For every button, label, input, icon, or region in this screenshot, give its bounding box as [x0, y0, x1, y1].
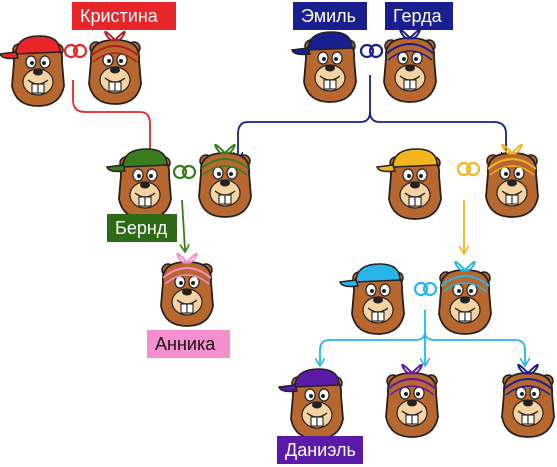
cap-icon — [375, 148, 438, 173]
rings-icon — [172, 164, 197, 180]
bow-icon — [200, 143, 250, 176]
bow-icon — [503, 363, 553, 396]
cap-icon — [0, 35, 61, 60]
rings-icon — [359, 43, 384, 59]
arrow-bernd-to-annika — [182, 199, 185, 250]
yellow-cap-beaver — [375, 148, 442, 220]
cap-icon — [338, 263, 401, 288]
bernd-wife-beaver — [198, 143, 252, 218]
label-emil: Эмиль — [293, 2, 367, 30]
label-bernd: Бернд — [107, 214, 177, 242]
rings-icon — [413, 281, 438, 297]
bow-icon — [385, 28, 435, 61]
ring-icons — [63, 43, 481, 297]
kristina-beaver — [0, 35, 65, 107]
bow-icon — [487, 143, 537, 176]
label-daniel: Даниэль — [277, 436, 363, 464]
rings-icon — [456, 161, 481, 177]
bow-icon — [440, 260, 490, 293]
connector-lines — [72, 75, 525, 364]
blue-bow-beaver — [501, 363, 555, 438]
purple-bow-beaver — [385, 363, 439, 438]
bow-icon — [387, 363, 437, 396]
cyan-cap-beaver — [338, 263, 405, 335]
cap-icon — [277, 368, 340, 393]
bow-icon — [90, 30, 140, 63]
label-kristina: Кристина — [72, 2, 176, 30]
arrow-emil-to-yellow-bow — [369, 111, 506, 158]
bernd-beaver — [105, 148, 172, 220]
daniel-beaver — [277, 368, 344, 440]
arrow-cyan-to-right — [424, 331, 525, 364]
cap-icon — [290, 31, 353, 56]
bow-icon — [162, 252, 212, 285]
cap-icon — [105, 148, 168, 173]
emil-beaver — [290, 31, 357, 103]
rings-icon — [63, 43, 88, 59]
kristina-husband-beaver — [88, 30, 142, 105]
label-gerda: Герда — [385, 2, 453, 30]
gerda-beaver — [383, 28, 437, 103]
annika-beaver — [160, 252, 214, 327]
cyan-bow-beaver — [438, 260, 492, 335]
arrow-kristina-to-bernd — [72, 80, 150, 155]
yellow-bow-beaver — [485, 143, 539, 218]
label-annika: Анника — [147, 330, 230, 358]
arrow-cyan-to-daniel — [320, 331, 426, 364]
beavers — [0, 28, 555, 440]
